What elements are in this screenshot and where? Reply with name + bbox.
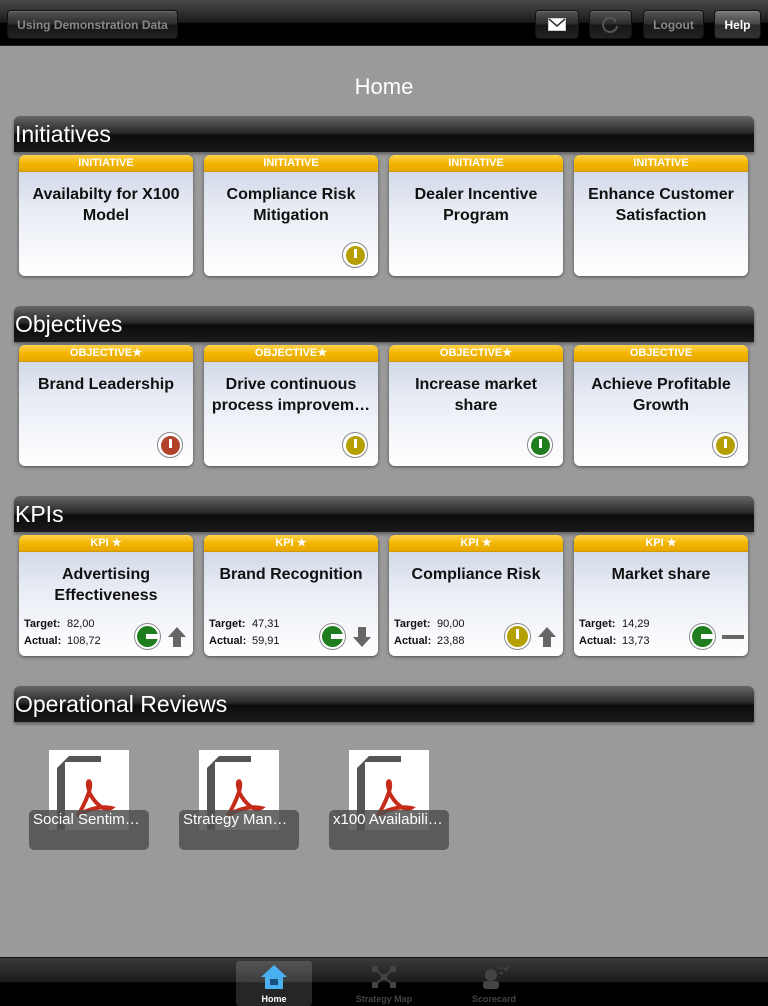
kpi-actual-row: Actual: 23,88 xyxy=(394,635,465,647)
status-gauge-icon xyxy=(134,623,161,650)
kpi-actual-value: 23,88 xyxy=(437,635,465,647)
mail-button[interactable] xyxy=(535,10,579,39)
kpi-target-value: 47,31 xyxy=(252,618,280,630)
status-gauge-icon xyxy=(342,432,368,458)
tab-home[interactable]: Home xyxy=(236,961,312,1006)
kpi-title: Compliance Risk xyxy=(411,566,541,583)
initiative-title: Availabilty for X100 Model xyxy=(32,186,180,224)
status-gauge-icon xyxy=(319,623,346,650)
kpi-target-row: Target: 90,00 xyxy=(394,618,465,630)
demo-data-button[interactable]: Using Demonstration Data xyxy=(7,10,178,39)
review-document[interactable]: Strategy Management xyxy=(179,750,299,850)
kpi-actual-row: Actual: 59,91 xyxy=(209,635,280,647)
objective-band: OBJECTIVE★ xyxy=(204,345,378,362)
trend-up-icon xyxy=(537,626,557,648)
kpi-actual-label: Actual: xyxy=(209,635,247,647)
kpi-target-row: Target: 47,31 xyxy=(209,618,280,630)
review-document[interactable]: x100 Availability… xyxy=(329,750,449,850)
initiatives-header: Initiatives xyxy=(14,116,754,152)
kpi-actual-value: 59,91 xyxy=(252,635,280,647)
kpi-target-label: Target: xyxy=(209,618,246,630)
initiative-card[interactable]: INITIATIVE Dealer Incentive Program xyxy=(389,155,563,276)
objective-title: Brand Leadership xyxy=(37,376,175,393)
trend-down-icon xyxy=(352,626,372,648)
tab-scorecard[interactable]: Scorecard xyxy=(456,961,532,1006)
status-gauge-icon xyxy=(504,623,531,650)
initiative-title: Enhance Customer Satisfaction xyxy=(588,186,734,224)
initiative-band: INITIATIVE xyxy=(204,155,378,172)
kpi-actual-label: Actual: xyxy=(24,635,62,647)
kpi-title: Market share xyxy=(611,566,711,583)
initiative-band: INITIATIVE xyxy=(574,155,748,172)
tab-label: Home xyxy=(261,994,287,1004)
kpi-target-value: 82,00 xyxy=(67,618,95,630)
status-gauge-icon xyxy=(342,242,368,268)
kpi-actual-value: 108,72 xyxy=(67,635,101,647)
status-gauge-icon xyxy=(527,432,553,458)
objectives-header: Objectives xyxy=(14,306,754,342)
initiative-band: INITIATIVE xyxy=(19,155,193,172)
help-button[interactable]: Help xyxy=(714,10,761,39)
kpi-band: KPI ★ xyxy=(204,535,378,552)
status-gauge-icon xyxy=(712,432,738,458)
kpi-target-label: Target: xyxy=(394,618,431,630)
kpi-actual-label: Actual: xyxy=(579,635,617,647)
objective-band: OBJECTIVE★ xyxy=(19,345,193,362)
refresh-icon xyxy=(601,16,618,33)
kpi-band: KPI ★ xyxy=(574,535,748,552)
objective-title: Achieve Profitable Growth xyxy=(591,376,731,414)
objective-title: Increase market share xyxy=(415,376,537,414)
logout-button[interactable]: Logout xyxy=(643,10,704,39)
objective-card[interactable]: OBJECTIVE Achieve Profitable Growth xyxy=(574,345,748,466)
objective-band: OBJECTIVE★ xyxy=(389,345,563,362)
review-document[interactable]: Social Sentiment Re… xyxy=(29,750,149,850)
objective-card[interactable]: OBJECTIVE★ Drive continuous process impro… xyxy=(204,345,378,466)
kpi-target-value: 90,00 xyxy=(437,618,465,630)
kpi-band: KPI ★ xyxy=(389,535,563,552)
initiative-card[interactable]: INITIATIVE Compliance Risk Mitigation xyxy=(204,155,378,276)
kpi-target-label: Target: xyxy=(24,618,61,630)
kpi-band: KPI ★ xyxy=(19,535,193,552)
operational-reviews-header: Operational Reviews xyxy=(14,686,754,722)
tab-label: Scorecard xyxy=(471,994,517,1004)
objective-card[interactable]: OBJECTIVE★ Brand Leadership xyxy=(19,345,193,466)
objective-title: Drive continuous process improvem… xyxy=(211,376,371,414)
kpi-target-row: Target: 14,29 xyxy=(579,618,650,630)
initiative-title: Dealer Incentive Program xyxy=(414,186,538,224)
review-label: x100 Availability… xyxy=(329,810,449,850)
trend-up-icon xyxy=(167,626,187,648)
initiative-band: INITIATIVE xyxy=(389,155,563,172)
review-label: Strategy Management xyxy=(179,810,299,850)
kpi-title: Brand Recognition xyxy=(219,566,363,583)
kpi-title: Advertising Effectiveness xyxy=(54,566,158,604)
trend-flat-icon xyxy=(722,626,744,648)
tab-label: Strategy Map xyxy=(355,994,413,1004)
status-gauge-icon xyxy=(157,432,183,458)
kpi-actual-row: Actual: 13,73 xyxy=(579,635,650,647)
tab-bar: Home Strategy Map Scorecard xyxy=(0,957,768,1006)
review-label: Social Sentiment Re… xyxy=(29,810,149,850)
kpi-target-label: Target: xyxy=(579,618,616,630)
tab-strategy-map[interactable]: Strategy Map xyxy=(346,961,422,1006)
page-title: Home xyxy=(354,74,414,99)
mail-icon xyxy=(548,18,566,31)
kpi-actual-row: Actual: 108,72 xyxy=(24,635,101,647)
kpis-header: KPIs xyxy=(14,496,754,532)
objective-band: OBJECTIVE xyxy=(574,345,748,362)
initiative-title: Compliance Risk Mitigation xyxy=(226,186,356,224)
objective-card[interactable]: OBJECTIVE★ Increase market share xyxy=(389,345,563,466)
kpi-actual-label: Actual: xyxy=(394,635,432,647)
kpi-actual-value: 13,73 xyxy=(622,635,650,647)
top-toolbar: Using Demonstration Data Logout Help xyxy=(0,0,768,46)
status-gauge-icon xyxy=(689,623,716,650)
initiative-card[interactable]: INITIATIVE Availabilty for X100 Model xyxy=(19,155,193,276)
refresh-button[interactable] xyxy=(589,10,632,39)
initiative-card[interactable]: INITIATIVE Enhance Customer Satisfaction xyxy=(574,155,748,276)
kpi-target-row: Target: 82,00 xyxy=(24,618,95,630)
kpi-target-value: 14,29 xyxy=(622,618,650,630)
